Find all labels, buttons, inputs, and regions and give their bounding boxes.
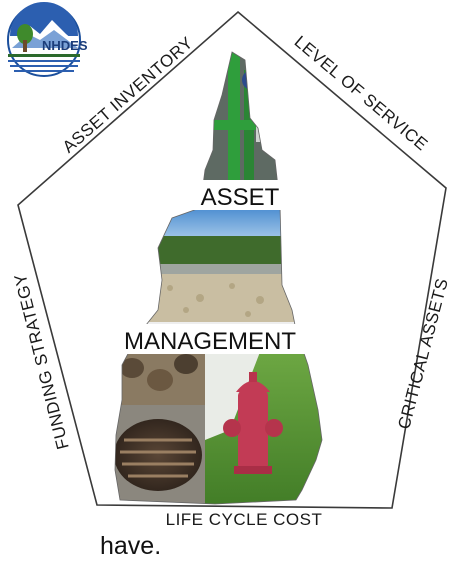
asset-band	[110, 180, 310, 210]
pentagon-outline	[17, 10, 447, 509]
label-life-cycle-cost: LIFE CYCLE COST	[166, 510, 323, 529]
management-band	[110, 324, 310, 354]
nhdes-logo: NHDES	[7, 2, 88, 77]
label-funding-strategy: FUNDING STRATEGY	[11, 271, 73, 451]
nh-photo-collage	[115, 52, 322, 504]
center-label-management: MANAGEMENT	[124, 328, 296, 355]
logo-text: NHDES	[42, 38, 88, 53]
nh-outline	[114, 51, 323, 505]
caption-text: have.	[100, 532, 162, 560]
center-label-asset: ASSET	[201, 184, 280, 211]
label-level-of-service: LEVEL OF SERVICE	[291, 32, 432, 154]
label-critical-assets: CRITICAL ASSETS	[394, 276, 452, 431]
